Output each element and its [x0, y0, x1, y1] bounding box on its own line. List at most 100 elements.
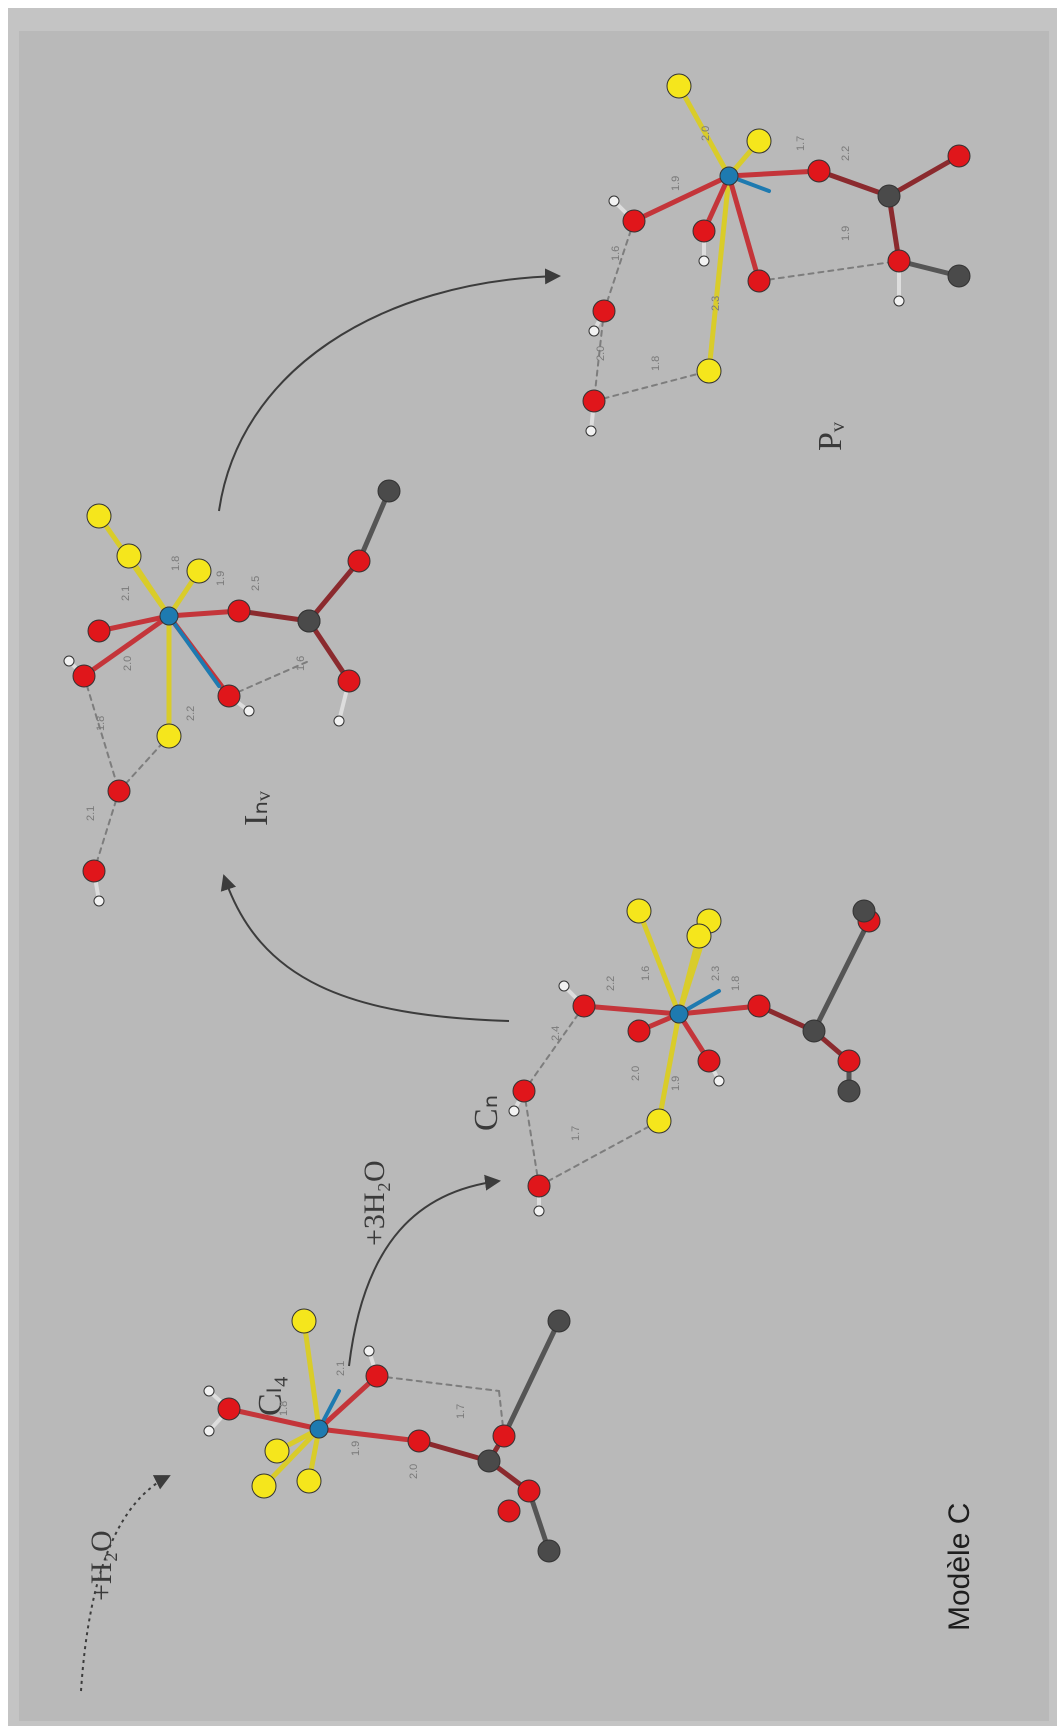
distance-label: 1.9	[670, 176, 682, 191]
hydrogen-bond	[758, 260, 900, 282]
metal-atom	[669, 1004, 689, 1024]
distance-label: 2.0	[408, 1464, 420, 1479]
oxygen-atom	[82, 859, 106, 883]
oxygen-atom	[947, 144, 971, 168]
label-c2: Cₙ	[468, 1095, 505, 1131]
sulfur-atom	[186, 558, 212, 584]
oxygen-atom	[572, 994, 596, 1018]
bond	[631, 173, 732, 224]
sulfur-atom	[156, 723, 182, 749]
distance-label: 1.7	[570, 1126, 582, 1141]
bond	[166, 608, 242, 619]
oxygen-atom	[527, 1174, 551, 1198]
oxygen-atom	[692, 219, 716, 243]
oxygen-atom	[497, 1499, 521, 1523]
distance-labels: 1.8 2.1 1.9 2.0 1.7 2.2 1.6 2.3 1.8 2.0 1.9 2.4 1.7 2…	[85, 126, 852, 1479]
oxygen-atom	[107, 779, 131, 803]
arrow-step2	[348, 1174, 501, 1367]
hydrogen-bond	[538, 1120, 660, 1187]
bond	[236, 608, 312, 624]
carbon-atom	[877, 184, 901, 208]
hydrogen-atom	[608, 195, 620, 207]
distance-label: 1.7	[455, 1404, 467, 1419]
carbon-atom	[537, 1539, 561, 1563]
bond	[816, 168, 892, 199]
bond	[886, 153, 962, 199]
sulfur-atom	[746, 128, 772, 154]
bond	[316, 1426, 422, 1444]
oxygen-atom	[582, 389, 606, 413]
distance-label: 1.6	[640, 966, 652, 981]
distance-label: 2.4	[550, 1026, 562, 1041]
distance-label: 1.9	[840, 226, 852, 241]
sulfur-atom	[626, 898, 652, 924]
oxygen-atom	[365, 1364, 389, 1388]
carbon-atom	[377, 479, 401, 503]
bond	[706, 173, 732, 374]
sulfur-atom	[296, 1468, 322, 1494]
oxygen-atom	[747, 994, 771, 1018]
sulfur-atom	[291, 1308, 317, 1334]
hydrogen-atom	[508, 1105, 520, 1117]
hydrogen-bond	[83, 675, 120, 792]
oxygen-atom	[837, 1049, 861, 1073]
bond	[416, 1438, 492, 1464]
sulfur-atom	[686, 923, 712, 949]
bond	[301, 1318, 322, 1432]
hydrogen-atom	[333, 715, 345, 727]
bond	[306, 558, 362, 624]
oxygen-atom	[592, 299, 616, 323]
carbon-atom	[547, 1309, 571, 1333]
bond	[656, 1011, 682, 1124]
oxygen-atom	[72, 664, 96, 688]
carbon-atom	[852, 899, 876, 923]
complex-c1	[203, 1308, 571, 1563]
distance-label: 2.2	[185, 706, 197, 721]
sulfur-atom	[696, 358, 722, 384]
distance-label: 2.1	[85, 806, 97, 821]
distance-label: 2.2	[605, 976, 617, 991]
hydrogen-bond	[523, 1090, 540, 1187]
hydrogen-atom	[558, 980, 570, 992]
oxygen-atom	[887, 249, 911, 273]
distance-label: 1.8	[95, 716, 107, 731]
oxygen-atom	[747, 269, 771, 293]
oxygen-atom	[622, 209, 646, 233]
bond	[81, 613, 172, 679]
carbon-atom	[837, 1079, 861, 1103]
hydrogen-atom	[63, 655, 75, 667]
oxygen-atom	[517, 1479, 541, 1503]
bond	[316, 1373, 380, 1432]
bond	[676, 1003, 762, 1017]
distance-label: 1.9	[215, 571, 227, 586]
distance-label: 2.0	[595, 346, 607, 361]
hydrogen-atom	[698, 255, 710, 267]
carbon-atom	[947, 264, 971, 288]
oxygen-atom	[697, 1049, 721, 1073]
bond	[676, 83, 732, 179]
bond	[501, 1318, 562, 1439]
distance-label: 2.5	[250, 576, 262, 591]
hydrogen-atom	[585, 425, 597, 437]
distance-label: 1.8	[650, 356, 662, 371]
hydrogen-bond	[228, 660, 310, 697]
distance-label: 2.0	[122, 656, 134, 671]
metal-atom	[309, 1419, 329, 1439]
oxygen-atom	[807, 159, 831, 183]
distance-label: 2.3	[710, 966, 722, 981]
reaction-diagram: +H₂O +3H₂O Cₗ₄ Cₙ Iₙᵥ Pᵥ Modèle C 1.82.1…	[63, 73, 976, 1692]
hydrogen-bond	[523, 1005, 585, 1092]
hydrogen-bond	[603, 220, 635, 312]
reagent-label-water: +H₂O	[85, 1530, 118, 1601]
distance-label: 2.0	[630, 1066, 642, 1081]
distance-label: 1.6	[295, 656, 307, 671]
bond	[261, 1426, 322, 1489]
distance-label: 2.3	[710, 296, 722, 311]
model-label: Modèle C	[943, 1503, 976, 1631]
bond	[676, 933, 702, 1017]
complex-c2	[508, 898, 881, 1217]
oxygen-atom	[627, 1019, 651, 1043]
metal-atom	[719, 166, 739, 186]
oxygen-atom	[512, 1079, 536, 1103]
arrow-step1	[80, 1475, 171, 1692]
